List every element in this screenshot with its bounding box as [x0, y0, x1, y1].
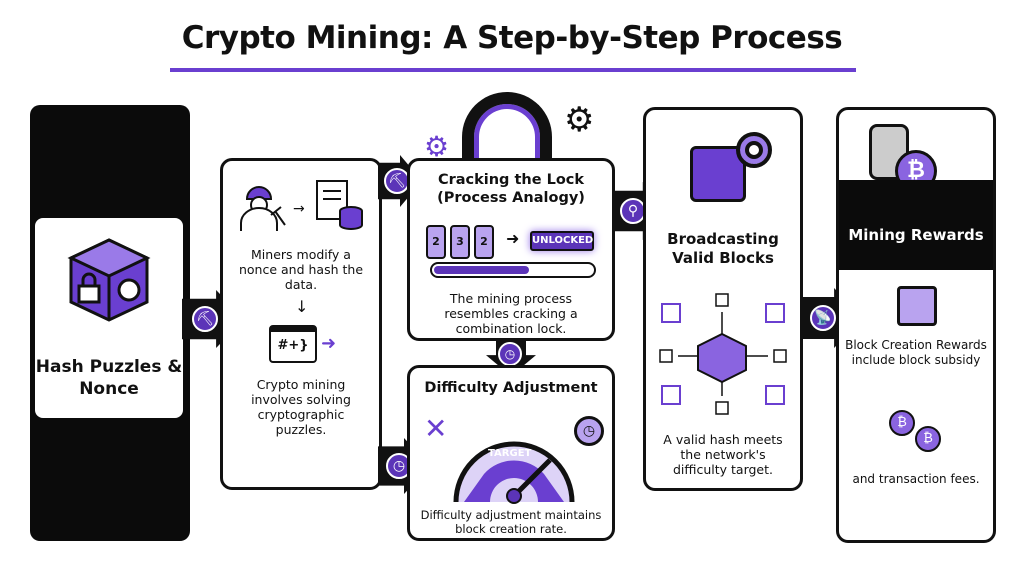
title-underline	[170, 68, 856, 72]
dial[interactable]: 3	[450, 225, 470, 259]
hash-card: Hash Puzzles & Nonce	[35, 218, 183, 418]
pickaxe-icon: ⛏	[192, 306, 218, 332]
difficulty-text: Difficulty adjustment maintains block cr…	[420, 508, 602, 536]
difficulty-gauge	[453, 441, 575, 504]
broadcast-heading: Broadcasting Valid Blocks	[667, 230, 779, 267]
combination-dials: 2 3 2	[426, 225, 494, 259]
page-title: Crypto Mining: A Step-by-Step Process	[181, 20, 843, 56]
down-arrow-icon: ↓	[295, 297, 309, 316]
broadcast-text: A valid hash meets the network's difficu…	[663, 432, 783, 477]
progress-bar	[430, 262, 596, 278]
difficulty-card: Difficulty Adjustment ✕ ◷ TARGET Difficu…	[407, 365, 615, 541]
play-arrow-icon: ➜	[321, 333, 337, 354]
rewards-banner: Mining Rewards	[839, 180, 993, 270]
miners-card: → Miners modify a nonce and hash the dat…	[220, 158, 382, 490]
pickaxe-icon: ⛏	[384, 168, 410, 194]
miners-text: Miners modify a nonce and hash the data.	[238, 247, 364, 292]
right-arrow-icon: ➜	[506, 229, 520, 248]
puzzle-text: Crypto mining involves solving cryptogra…	[251, 377, 351, 437]
dial[interactable]: 2	[474, 225, 494, 259]
rewards-text-2: and transaction fees.	[852, 472, 980, 486]
network-diagram-icon	[659, 293, 787, 415]
miner-icon	[240, 186, 286, 231]
wrench-screwdriver-icon: ✕	[424, 412, 448, 445]
clock-icon: ◷	[574, 416, 604, 446]
rewards-text-1: Block Creation Rewards include block sub…	[845, 338, 987, 367]
rewards-heading: Mining Rewards	[848, 226, 984, 244]
antenna-icon: 📡	[810, 305, 836, 331]
coin-exchange-icon: ₿ ₿	[889, 410, 949, 454]
lock-text: The mining process resembles cracking a …	[444, 291, 578, 336]
lock-heading: Cracking the Lock (Process Analogy)	[437, 172, 585, 206]
document-database-icon	[316, 180, 363, 230]
hash-heading: Hash Puzzles & Nonce	[35, 357, 183, 399]
cube-gear-lock-icon	[67, 238, 151, 322]
difficulty-heading: Difficulty Adjustment	[424, 380, 598, 396]
gauge-label: TARGET	[488, 448, 532, 459]
lock-card: Cracking the Lock (Process Analogy) 2 3 …	[407, 158, 615, 341]
target-icon	[736, 132, 772, 168]
clock-icon: ◷	[498, 342, 522, 366]
right-arrow-icon: →	[293, 201, 305, 217]
progress-fill	[434, 266, 529, 274]
block-coin-icon	[897, 286, 937, 326]
unlocked-badge: UNLOCKED	[530, 231, 594, 251]
gear-icon: ⚙	[564, 100, 595, 140]
gear-icon: ⚙	[424, 130, 450, 163]
rewards-card: ₿ Mining Rewards Block Creation Rewards …	[836, 107, 996, 543]
dial[interactable]: 2	[426, 225, 446, 259]
broadcast-card: Broadcasting Valid Blocks A valid hash m…	[643, 107, 803, 491]
code-window-icon: #+}	[269, 325, 317, 363]
